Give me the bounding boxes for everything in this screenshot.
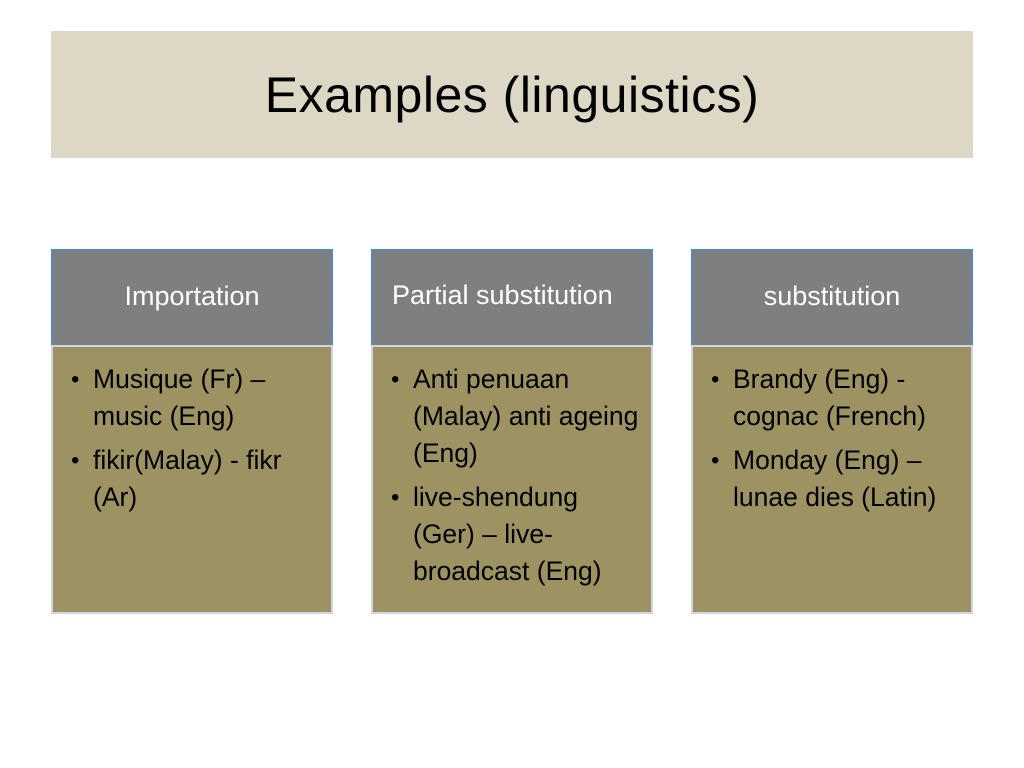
list-item: • fikir(Malay) - fikr (Ar) <box>71 442 321 516</box>
bullet-icon: • <box>71 366 80 393</box>
column-partial-substitution: Partial substitution • Anti penuaan (Mala… <box>371 249 653 614</box>
slide-title: Examples (linguistics) <box>264 66 760 123</box>
item-text: Monday (Eng) – lunae dies (Latin) <box>733 445 937 512</box>
bullet-list: •Anti penuaan (Malay) anti ageing (Eng) … <box>391 361 641 590</box>
column-body: •Anti penuaan (Malay) anti ageing (Eng) … <box>371 345 653 614</box>
list-item: • Musique (Fr) – music (Eng) <box>71 361 321 435</box>
item-text: fikir(Malay) - fikr (Ar) <box>93 445 282 512</box>
item-text: Musique (Fr) – music (Eng) <box>93 364 266 431</box>
bullet-icon: • <box>391 366 400 393</box>
list-item: • Monday (Eng) – lunae dies (Latin) <box>711 442 961 516</box>
column-importation: Importation • Musique (Fr) – music (Eng) … <box>51 249 333 614</box>
list-item: • Anti penuaan (Malay) anti ageing (Eng) <box>391 361 641 472</box>
bullet-list: • Brandy (Eng) - cognac (French) • Monday … <box>711 361 961 516</box>
list-item: • Brandy (Eng) - cognac (French) <box>711 361 961 435</box>
column-header: substitution <box>691 249 973 345</box>
column-body: • Musique (Fr) – music (Eng) • fikir(Malay… <box>51 345 333 614</box>
bullet-icon: • <box>391 484 400 511</box>
column-substitution: substitution • Brandy (Eng) - cognac (Fre… <box>691 249 973 614</box>
column-body: • Brandy (Eng) - cognac (French) • Monday … <box>691 345 973 614</box>
bullet-list: • Musique (Fr) – music (Eng) • fikir(Malay… <box>71 361 321 516</box>
item-text: Anti penuaan (Malay) anti ageing (Eng) <box>413 364 639 468</box>
item-text: live-shendung (Ger) – live-broadcast (En… <box>413 482 602 586</box>
item-text: Brandy (Eng) - cognac (French) <box>733 364 926 431</box>
bullet-icon: • <box>711 366 720 393</box>
bullet-icon: • <box>71 447 80 474</box>
list-item: • live-shendung (Ger) – live-broadcast (… <box>391 479 641 590</box>
column-header: Partial substitution <box>371 249 653 345</box>
bullet-icon: • <box>711 447 720 474</box>
column-header: Importation <box>51 249 333 345</box>
title-band: Examples (linguistics) <box>51 31 973 158</box>
